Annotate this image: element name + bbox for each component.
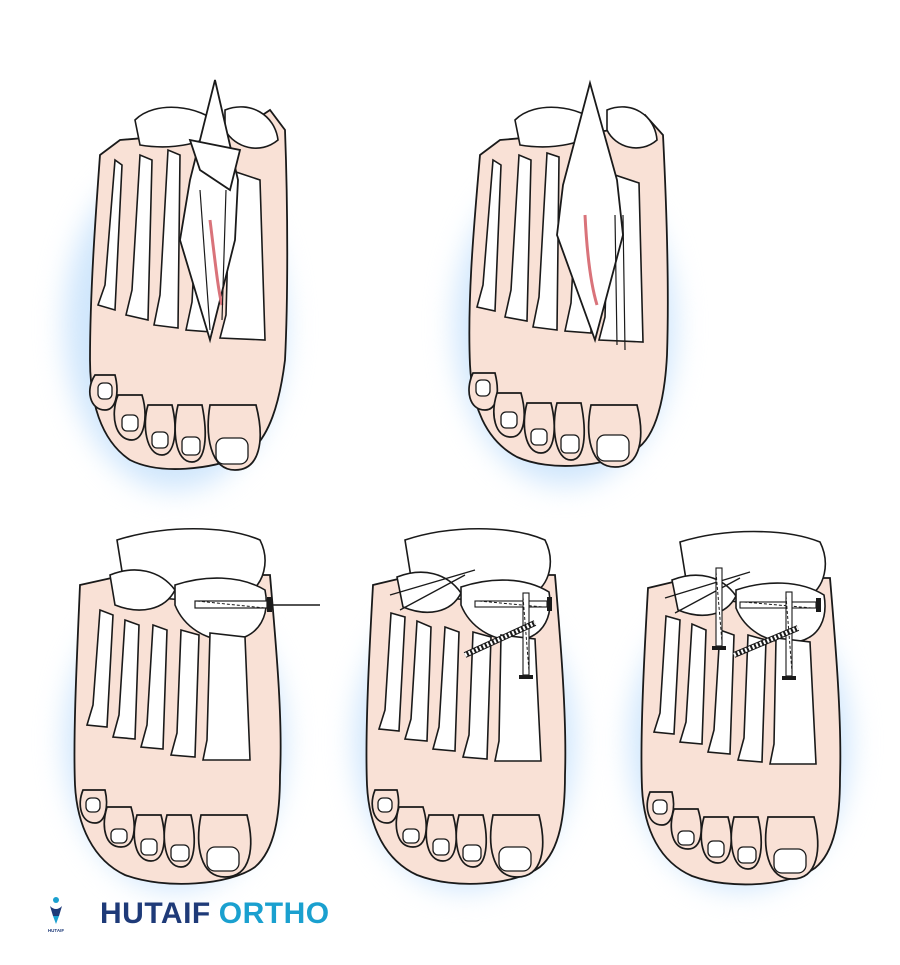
foot-figure-screws-a: [355, 515, 585, 890]
tendon: [208, 219, 224, 306]
tendon: [583, 214, 599, 306]
screw-vertical: [519, 592, 533, 679]
foot-figure-incision: [60, 70, 320, 490]
foot-figure-screws-b: [630, 520, 860, 890]
screw-oblique: [732, 625, 800, 658]
toenails: [97, 382, 249, 465]
k-wire: [194, 597, 320, 612]
logo-text: HUTAIF: [48, 928, 64, 933]
foot-figure-exposure: [445, 75, 705, 485]
foot-figure-k-wire: [65, 515, 325, 890]
screw-horizontal: [739, 598, 821, 612]
screw-horizontal: [474, 597, 552, 611]
brand-word-ortho: ORTHO: [218, 897, 330, 930]
person-spine-icon: HUTAIF: [48, 897, 64, 933]
screw-oblique: [463, 620, 537, 658]
screw-vertical-left: [712, 567, 726, 650]
brand-word-hutaif: HUTAIF: [100, 897, 211, 930]
